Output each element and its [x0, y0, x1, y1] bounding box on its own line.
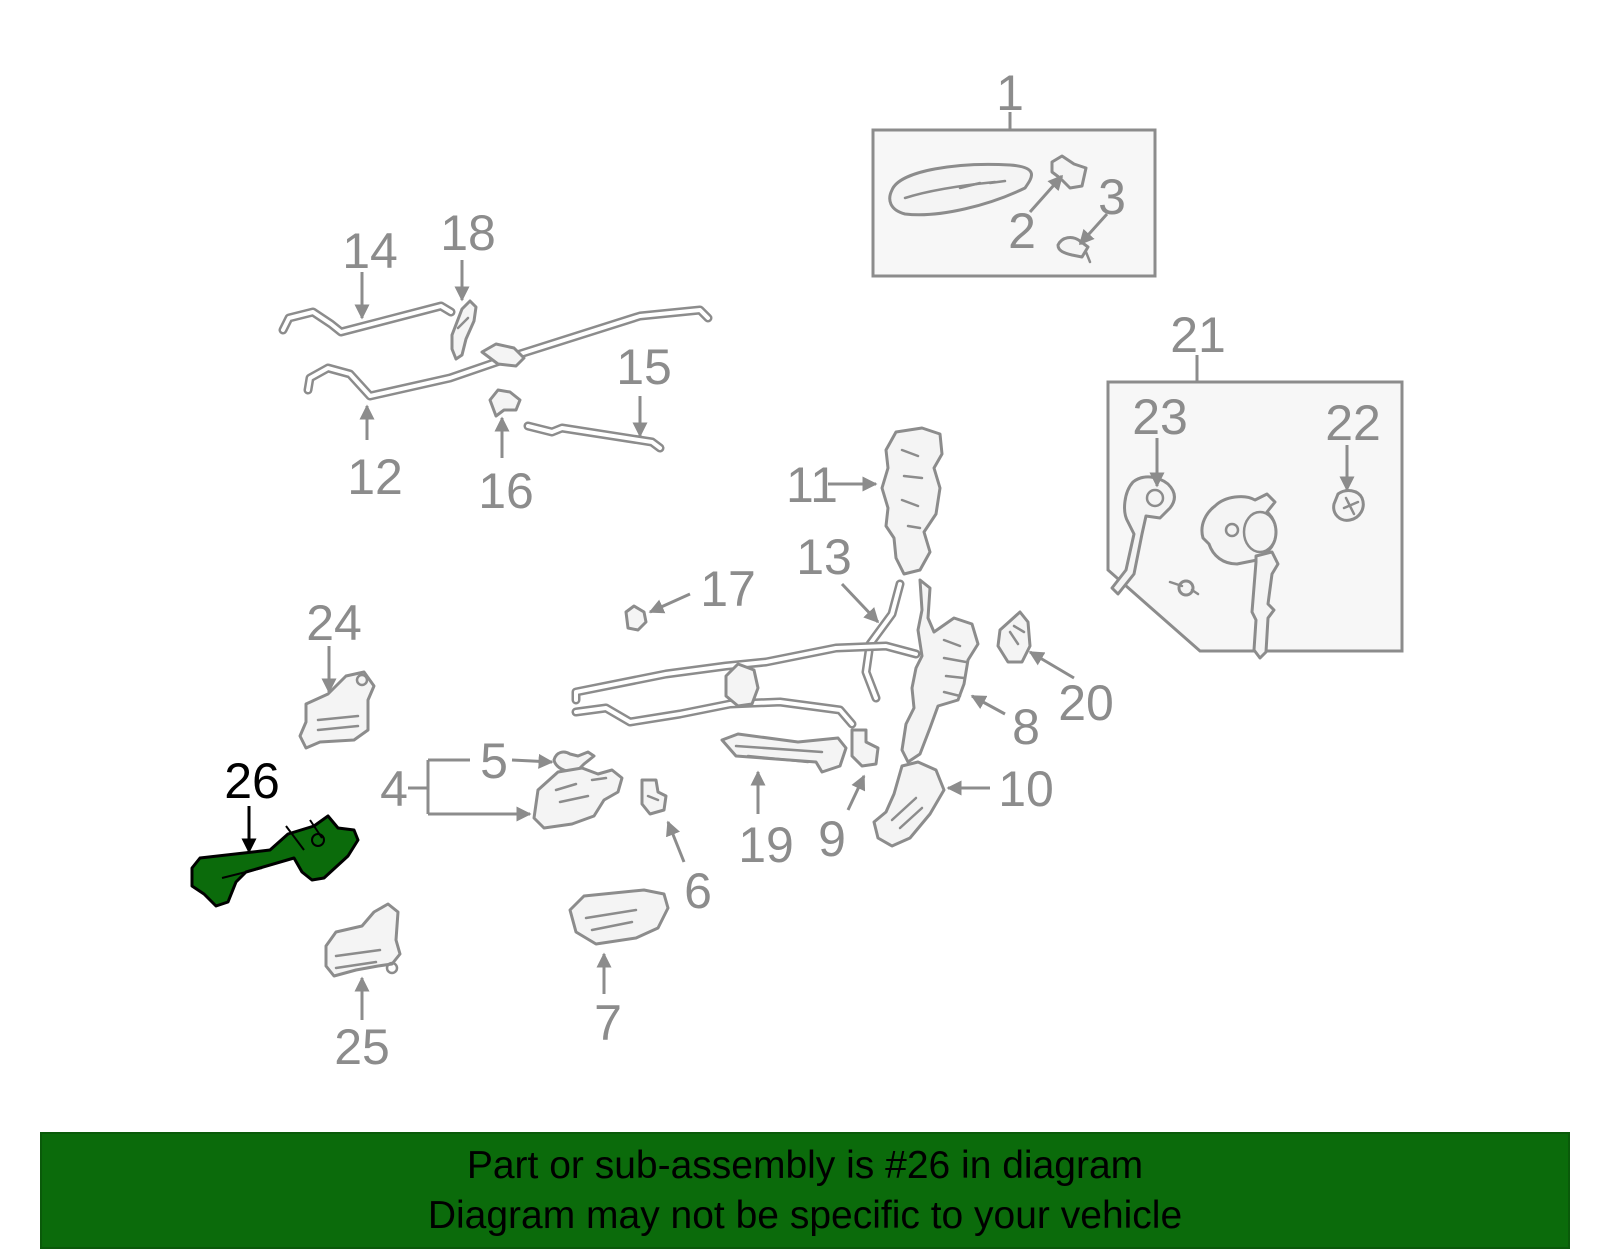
lock-cylinder-box — [1106, 355, 1404, 660]
callout-25[interactable]: 25 — [334, 1019, 390, 1075]
callout-12[interactable]: 12 — [347, 449, 403, 505]
callout-14[interactable]: 14 — [342, 223, 398, 279]
info-banner: Part or sub-assembly is #26 in diagram D… — [40, 1132, 1570, 1249]
banner-line-1: Part or sub-assembly is #26 in diagram — [466, 1143, 1144, 1187]
callout-13[interactable]: 13 — [796, 529, 852, 585]
banner-line-2: Diagram may not be specific to your vehi… — [427, 1193, 1183, 1237]
part-24-hinge[interactable] — [298, 670, 376, 750]
part-4-inside-handle[interactable] — [532, 766, 624, 830]
callout-15[interactable]: 15 — [616, 339, 672, 395]
callout-labels: 1 2 3 4 5 6 7 8 9 10 11 12 13 14 15 16 1… — [224, 65, 1381, 1075]
part-6-bracket[interactable] — [640, 778, 668, 816]
part-7-inside-handle[interactable] — [568, 888, 670, 946]
callout-23[interactable]: 23 — [1132, 389, 1188, 445]
callout-16[interactable]: 16 — [478, 463, 534, 519]
part-15-rod[interactable] — [523, 421, 665, 453]
part-12-rod[interactable] — [303, 305, 713, 401]
part-13-rod[interactable] — [861, 579, 905, 703]
parts-diagram: 1 2 3 4 5 6 7 8 9 10 11 12 13 14 15 16 1… — [190, 65, 1404, 1075]
callout-1[interactable]: 1 — [996, 65, 1024, 121]
callout-24[interactable]: 24 — [306, 595, 362, 651]
part-25-hinge[interactable] — [324, 902, 402, 978]
callout-11[interactable]: 11 — [786, 457, 838, 513]
callout-26-highlighted[interactable]: 26 — [224, 753, 280, 809]
part-22-clip[interactable] — [1332, 489, 1365, 522]
part-19-panel[interactable] — [720, 732, 848, 774]
part-16-clip[interactable] — [488, 388, 522, 418]
part-14-rod[interactable] — [278, 301, 456, 337]
part-9-clip[interactable] — [850, 728, 880, 768]
callout-3[interactable]: 3 — [1098, 169, 1126, 225]
part-8-lock-assembly[interactable] — [900, 578, 980, 764]
callout-5[interactable]: 5 — [480, 733, 508, 789]
handle-assembly-box — [871, 112, 1157, 278]
callout-18[interactable]: 18 — [440, 205, 496, 261]
part-20-cover[interactable] — [996, 610, 1032, 664]
callout-20[interactable]: 20 — [1058, 675, 1114, 731]
part-18-clip[interactable] — [450, 299, 478, 361]
callout-21[interactable]: 21 — [1170, 307, 1226, 363]
part-1-outside-handle[interactable] — [888, 162, 1033, 217]
part-10-lock-cover[interactable] — [872, 760, 946, 848]
callout-6[interactable]: 6 — [684, 863, 712, 919]
part-2-handle-cover[interactable] — [1050, 154, 1088, 190]
callout-19[interactable]: 19 — [738, 817, 794, 873]
callout-7[interactable]: 7 — [594, 995, 622, 1051]
part-26-door-check[interactable] — [190, 814, 360, 908]
callout-8[interactable]: 8 — [1012, 699, 1040, 755]
lower-rods[interactable] — [571, 641, 921, 729]
part-4-inside-handle-group — [408, 758, 532, 822]
part-11-actuator[interactable] — [880, 426, 944, 576]
callout-4[interactable]: 4 — [380, 761, 408, 817]
part-5-screw[interactable] — [552, 750, 596, 774]
callout-10[interactable]: 10 — [998, 761, 1054, 817]
part-cylinder-with-keys[interactable] — [1168, 492, 1280, 660]
callout-2[interactable]: 2 — [1008, 203, 1036, 259]
callout-9[interactable]: 9 — [818, 811, 846, 867]
callout-22[interactable]: 22 — [1325, 395, 1381, 451]
part-17-clip[interactable] — [624, 604, 648, 632]
callout-17[interactable]: 17 — [700, 561, 756, 617]
